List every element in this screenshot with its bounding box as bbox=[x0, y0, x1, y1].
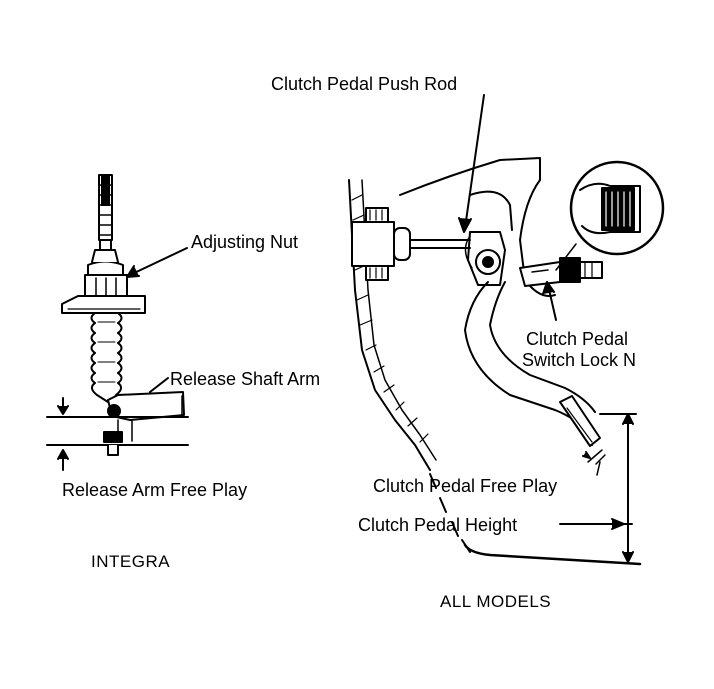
label-clutch-pedal-push-rod: Clutch Pedal Push Rod bbox=[271, 74, 458, 94]
label-release-arm-free-play: Release Arm Free Play bbox=[62, 480, 248, 500]
caption-integra: INTEGRA bbox=[91, 552, 171, 571]
label-release-shaft-arm: Release Shaft Arm bbox=[170, 369, 321, 389]
label-clutch-pedal-free-play: Clutch Pedal Free Play bbox=[373, 476, 558, 496]
caption-all-models: ALL MODELS bbox=[440, 592, 552, 611]
integra-assembly bbox=[46, 174, 189, 471]
label-clutch-pedal: Clutch Pedal bbox=[526, 329, 629, 349]
label-switch-lock-n: Switch Lock N bbox=[522, 350, 637, 370]
pedal-assembly bbox=[348, 94, 665, 566]
label-clutch-pedal-height: Clutch Pedal Height bbox=[358, 515, 518, 535]
label-adjusting-nut: Adjusting Nut bbox=[191, 232, 299, 252]
